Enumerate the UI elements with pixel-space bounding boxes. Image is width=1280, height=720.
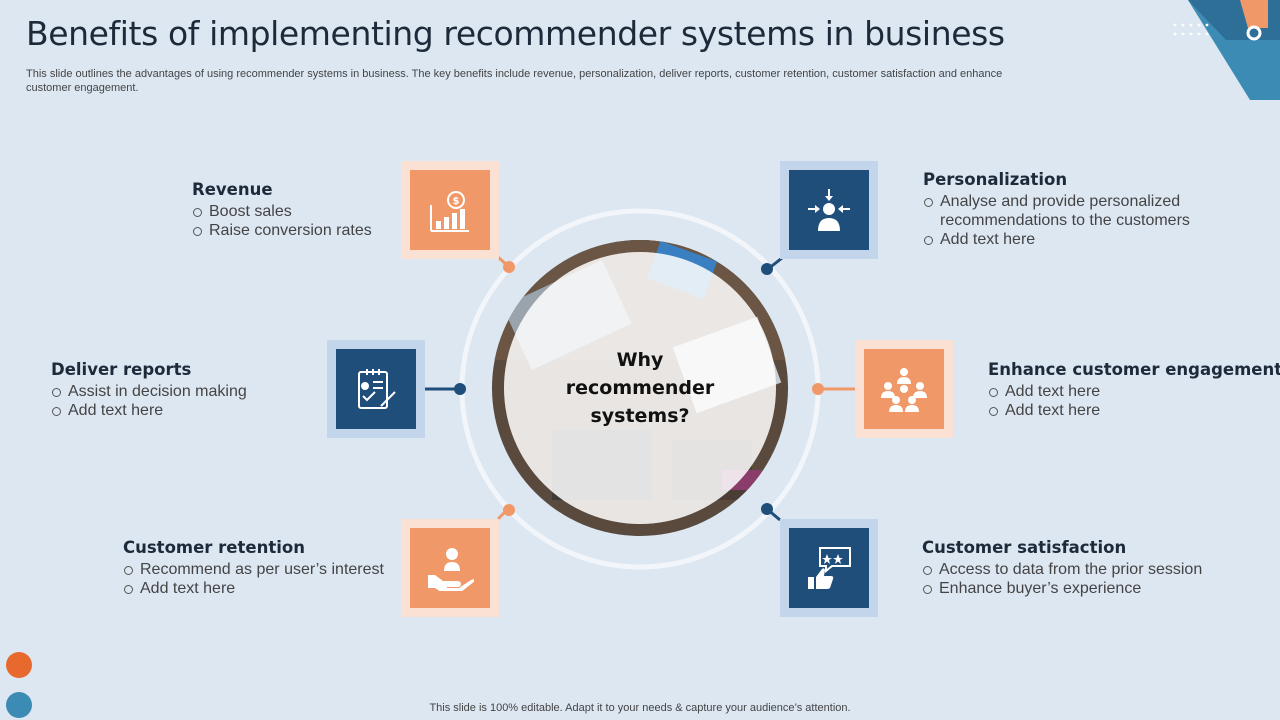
thumbs-up-rating-icon	[808, 547, 851, 589]
orange-dot-decoration	[6, 652, 32, 678]
center-line-3: systems?	[590, 405, 690, 427]
deliver-reports-title: Deliver reports	[51, 360, 192, 379]
retention-point: Add text here	[123, 579, 384, 598]
report-icon	[358, 369, 396, 409]
personalization-title: Personalization	[923, 170, 1068, 189]
satisfaction-point: Enhance buyer’s experience	[922, 579, 1202, 598]
revenue-block: Revenue Boost sales Raise conversion rat…	[192, 180, 372, 240]
svg-text:$: $	[453, 196, 460, 207]
personalization-tile	[780, 161, 878, 259]
engagement-title: Enhance customer engagement	[988, 360, 1280, 379]
hand-person-icon	[428, 548, 474, 591]
personalization-point-line: Analyse and provide personalized	[940, 193, 1181, 210]
center-question: Why recommender systems?	[492, 346, 788, 430]
dots-decoration	[1173, 23, 1209, 36]
revenue-point: Raise conversion rates	[192, 221, 372, 240]
people-network-icon	[881, 368, 927, 412]
slide-subtitle: This slide outlines the advantages of us…	[26, 68, 1003, 94]
personalization-block: Personalization Analyse and provide pers…	[923, 170, 1190, 249]
satisfaction-block: Customer satisfaction Access to data fro…	[922, 538, 1202, 598]
personalization-point-line: recommendations to the customers	[940, 212, 1190, 229]
deliver-reports-point: Add text here	[51, 401, 247, 420]
corner-decoration	[1188, 0, 1280, 100]
center-line-2: recommender	[565, 377, 715, 399]
revenue-chart-icon: $	[430, 191, 469, 232]
personalization-point: Analyse and provide personalized recommen…	[923, 192, 1190, 230]
blue-dot-decoration	[6, 692, 32, 718]
satisfaction-title: Customer satisfaction	[922, 538, 1127, 557]
revenue-point: Boost sales	[192, 202, 372, 221]
deliver-reports-tile	[327, 340, 425, 438]
personalization-icon	[808, 189, 850, 231]
retention-tile	[401, 519, 499, 617]
personalization-point: Add text here	[923, 230, 1190, 249]
retention-block: Customer retention Recommend as per user…	[123, 538, 384, 598]
engagement-tile	[855, 340, 953, 438]
center-line-1: Why	[616, 349, 664, 371]
slide-title: Benefits of implementing recommender sys…	[26, 14, 1005, 53]
satisfaction-tile	[780, 519, 878, 617]
revenue-title: Revenue	[192, 180, 273, 199]
engagement-point: Add text here	[988, 401, 1280, 420]
engagement-block: Enhance customer engagement Add text her…	[988, 360, 1280, 420]
retention-point: Recommend as per user’s interest	[123, 560, 384, 579]
deliver-reports-point: Assist in decision making	[51, 382, 247, 401]
satisfaction-point: Access to data from the prior session	[922, 560, 1202, 579]
revenue-tile: $	[401, 161, 499, 259]
slide-footer: This slide is 100% editable. Adapt it to…	[429, 702, 851, 714]
retention-title: Customer retention	[123, 538, 305, 557]
deliver-reports-block: Deliver reports Assist in decision makin…	[51, 360, 247, 420]
engagement-point: Add text here	[988, 382, 1280, 401]
